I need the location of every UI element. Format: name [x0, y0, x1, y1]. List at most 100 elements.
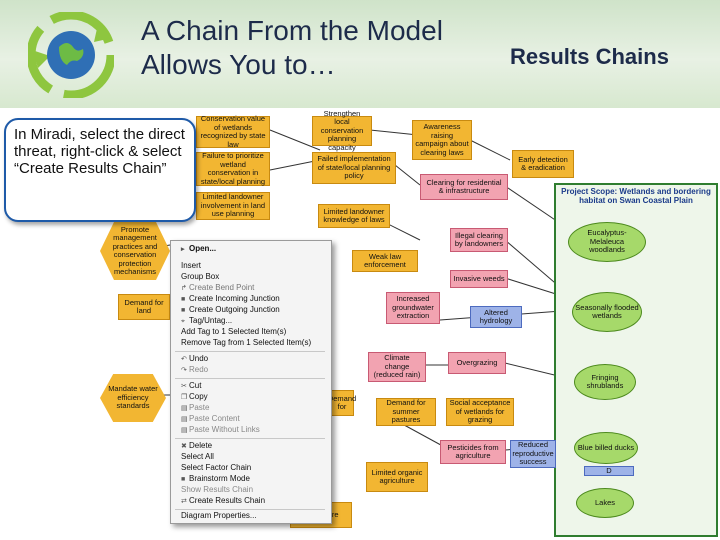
project-scope-label: Project Scope: Wetlands and bordering ha… — [561, 187, 711, 205]
threat-overgrazing[interactable]: Overgrazing — [448, 352, 506, 374]
menu-item-label: Remove Tag from 1 Selected Item(s) — [181, 338, 312, 347]
menu-item-cut[interactable]: ✂Cut — [173, 381, 323, 391]
menu-item-redo[interactable]: ↷Redo — [173, 365, 323, 375]
menu-item-paste[interactable]: ▤Paste — [173, 403, 323, 413]
menu-separator — [175, 438, 325, 439]
menu-item-label: Create Outgoing Junction — [189, 305, 280, 314]
menu-item-create-incoming-junction[interactable]: ■Create Incoming Junction — [173, 294, 323, 304]
menu-item-open[interactable]: ▸ Open... — [173, 244, 323, 254]
threat-groundwater-extraction[interactable]: Increased groundwater extraction — [386, 292, 440, 324]
menu-item-label: Cut — [189, 381, 202, 390]
factor-awareness-campaign[interactable]: Awareness raising campaign about clearin… — [412, 120, 472, 160]
menu-item-tag-untag[interactable]: ⌖Tag/Untag... — [173, 316, 323, 326]
open-icon: ▸ — [181, 246, 185, 253]
menu-item-remove-tag[interactable]: Remove Tag from 1 Selected Item(s) — [173, 338, 323, 348]
menu-item-label: Paste Without Links — [189, 425, 260, 434]
brainstorm-icon: ■ — [181, 476, 186, 483]
slide-header: A Chain From the Model Allows You to… Re… — [0, 0, 720, 108]
strategy-mandate-water-efficiency[interactable]: Mandate water efficiency standards — [100, 374, 166, 422]
menu-item-label: Redo — [189, 365, 209, 374]
target-lakes[interactable]: Lakes — [576, 488, 634, 518]
menu-item-label: Delete — [189, 441, 213, 450]
target-seasonally-flooded-wetlands[interactable]: Seasonally flooded wetlands — [572, 292, 642, 332]
scissors-icon: ✂ — [181, 383, 187, 390]
threat-pesticides[interactable]: Pesticides from agriculture — [440, 440, 506, 464]
bend-point-icon: ↱ — [181, 285, 187, 292]
paste-no-links-icon: ▤ — [181, 427, 188, 434]
target-blue-billed-ducks[interactable]: Blue billed ducks — [574, 432, 638, 464]
threat-climate-change[interactable]: Climate change (reduced rain) — [368, 352, 426, 382]
menu-separator — [175, 509, 325, 510]
strategy-promote-management[interactable]: Promote management practices and conserv… — [100, 222, 170, 280]
paste-content-icon: ▤ — [181, 416, 188, 423]
factor-demand-for-partial[interactable]: Demand for — [328, 390, 356, 416]
stress-reduced-reproductive[interactable]: Reduced reproductive success — [510, 440, 556, 468]
menu-item-select-factor-chain[interactable]: Select Factor Chain — [173, 463, 323, 473]
menu-item-select-all[interactable]: Select All — [173, 452, 323, 462]
instruction-callout: In Miradi, select the direct threat, rig… — [4, 118, 196, 222]
delete-icon: ✖ — [181, 443, 187, 450]
target-eucalyptus-woodlands[interactable]: Eucalyptus-Melaleuca woodlands — [568, 222, 646, 262]
menu-item-delete[interactable]: ✖Delete — [173, 441, 323, 451]
factor-limited-landowner-involvement[interactable]: Limited landowner involvement in land us… — [196, 192, 270, 220]
section-label: Results Chains — [510, 44, 669, 69]
menu-item-label: Paste — [189, 403, 210, 412]
paste-icon: ▤ — [181, 405, 188, 412]
menu-item-label: Tag/Untag... — [189, 316, 233, 325]
slide-title-line1: A Chain From the Model — [141, 15, 443, 46]
menu-item-label: Group Box — [181, 272, 220, 281]
menu-separator — [175, 351, 325, 352]
threat-invasive-weeds[interactable]: Invasive weeds — [450, 270, 508, 288]
menu-item-label: Create Bend Point — [189, 283, 255, 292]
menu-item-label: Paste Content — [189, 414, 240, 423]
factor-conservation-value[interactable]: Conservation value of wetlands recognize… — [196, 114, 270, 148]
factor-failed-implementation[interactable]: Failed implementation of state/local pla… — [312, 152, 396, 184]
factor-demand-summer-pastures[interactable]: Demand for summer pastures — [376, 398, 436, 426]
factor-failure-to-prioritize[interactable]: Failure to prioritize wetland conservati… — [196, 151, 270, 186]
menu-item-label: Copy — [189, 392, 208, 401]
menu-item-label: Brainstorm Mode — [189, 474, 250, 483]
factor-strengthen-local-planning[interactable]: Strengthen local conservation planning c… — [312, 109, 372, 152]
results-chain-icon: ⇄ — [181, 498, 187, 505]
outgoing-junction-icon: ■ — [181, 307, 186, 314]
menu-item-diagram-properties[interactable]: Diagram Properties... — [173, 511, 323, 521]
menu-item-undo[interactable]: ↶Undo — [173, 354, 323, 364]
menu-item-label: Select All — [181, 452, 214, 461]
menu-item-show-results-chain[interactable]: Show Results Chain — [173, 485, 323, 495]
factor-limited-landowner-knowledge[interactable]: Limited landowner knowledge of laws — [318, 204, 390, 228]
menu-item-label: Create Incoming Junction — [189, 294, 280, 303]
menu-item-create-results-chain[interactable]: ⇄Create Results Chain — [173, 496, 323, 506]
menu-item-label: Create Results Chain — [189, 496, 266, 505]
threat-clearing-residential[interactable]: Clearing for residential & infrastructur… — [420, 174, 508, 200]
target-fringing-shrublands[interactable]: Fringing shrublands — [574, 364, 636, 400]
menu-item-group-box[interactable]: Group Box — [173, 272, 323, 282]
target-indicator-d[interactable]: D — [584, 466, 634, 476]
menu-item-insert[interactable]: Insert — [173, 261, 323, 271]
menu-item-label: Select Factor Chain — [181, 463, 252, 472]
factor-weak-law-enforcement[interactable]: Weak law enforcement — [352, 250, 418, 272]
menu-item-label: Open... — [189, 244, 217, 253]
menu-item-brainstorm-mode[interactable]: ■Brainstorm Mode — [173, 474, 323, 484]
factor-social-acceptance[interactable]: Social acceptance of wetlands for grazin… — [446, 398, 514, 426]
recycle-globe-logo-icon — [28, 12, 114, 98]
menu-item-label: Undo — [189, 354, 209, 363]
menu-item-label: Diagram Properties... — [181, 511, 257, 520]
redo-icon: ↷ — [181, 367, 187, 374]
copy-icon: ❐ — [181, 394, 188, 401]
stress-altered-hydrology[interactable]: Altered hydrology — [470, 306, 522, 328]
menu-item-copy[interactable]: ❐Copy — [173, 392, 323, 402]
slide-title: A Chain From the Model Allows You to… — [141, 14, 443, 82]
context-menu[interactable]: ▸ Open... Insert Group Box ↱Create Bend P… — [170, 240, 332, 524]
menu-item-paste-without-links[interactable]: ▤Paste Without Links — [173, 425, 323, 435]
undo-icon: ↶ — [181, 356, 187, 363]
factor-early-detection[interactable]: Early detection & eradication — [512, 150, 574, 178]
menu-item-paste-content[interactable]: ▤Paste Content — [173, 414, 323, 424]
factor-limited-organic-agriculture[interactable]: Limited organic agriculture — [366, 462, 428, 492]
menu-item-label: Insert — [181, 261, 202, 270]
threat-illegal-clearing[interactable]: Illegal clearing by landowners — [450, 228, 508, 252]
factor-demand-for-land[interactable]: Demand for land — [118, 294, 170, 320]
menu-item-add-tag[interactable]: Add Tag to 1 Selected Item(s) — [173, 327, 323, 337]
menu-item-create-outgoing-junction[interactable]: ■Create Outgoing Junction — [173, 305, 323, 315]
menu-item-create-bend-point[interactable]: ↱Create Bend Point — [173, 283, 323, 293]
slide-title-line2: Allows You to… — [141, 49, 336, 80]
